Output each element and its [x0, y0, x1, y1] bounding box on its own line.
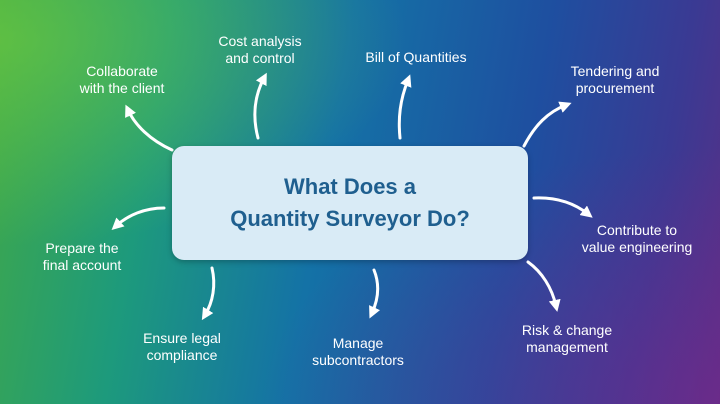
label-boq: Bill of Quantities [365, 49, 467, 65]
label-value: Contribute to value engineering [581, 222, 693, 255]
label-risk: Risk & change management [521, 322, 613, 355]
label-final-account: Prepare the final account [42, 240, 122, 273]
arrow-boq [397, 74, 412, 140]
arrow-legal [201, 266, 216, 321]
arrow-tendering [522, 101, 572, 148]
arrow-subcontractors [369, 268, 380, 319]
label-legal: Ensure legal compliance [143, 330, 221, 363]
arrow-collaborate [125, 104, 174, 152]
label-tendering: Tendering and procurement [570, 63, 660, 96]
label-collaborate: Collaborate with the client [79, 63, 165, 96]
arrow-risk [526, 260, 561, 312]
arrow-cost [253, 72, 267, 140]
arrow-final-account [111, 206, 166, 231]
arrow-value [532, 196, 593, 218]
label-cost: Cost analysis and control [218, 33, 302, 66]
label-subcontractors: Manage subcontractors [312, 335, 404, 368]
center-title: What Does a Quantity Surveyor Do? [230, 174, 470, 231]
center-box: What Does a Quantity Surveyor Do? [172, 146, 528, 260]
